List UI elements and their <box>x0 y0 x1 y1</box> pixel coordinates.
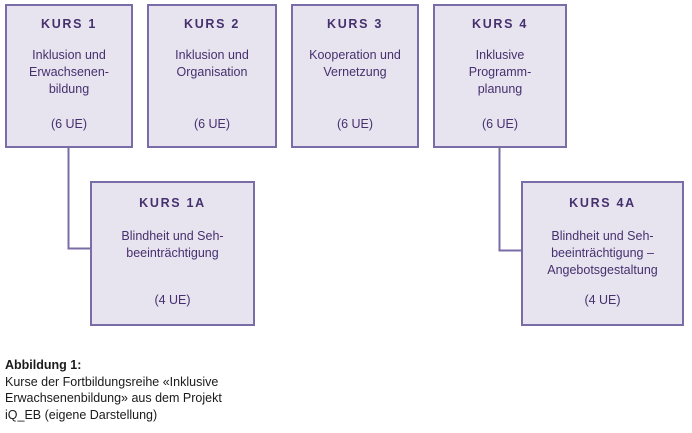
course-title: KURS 2 <box>183 17 241 31</box>
course-body: Kooperation und Vernetzung <box>309 47 401 81</box>
caption-title: Abbildung 1: <box>5 358 82 372</box>
course-body-line: Angebotsgestaltung <box>547 263 658 277</box>
connector-kurs-4-to-kurs-4a <box>498 148 521 252</box>
course-title: KURS 4 <box>471 17 529 31</box>
course-title: KURS 3 <box>326 17 384 31</box>
course-body-line: Vernetzung <box>323 65 387 79</box>
connector-kurs-1-to-kurs-1a <box>67 148 90 250</box>
figure-caption: Abbildung 1: Kurse der Fortbildungsreihe… <box>5 357 425 423</box>
course-box-kurs-1: KURS 1 Inklusion und Erwachsenen- bildun… <box>5 4 133 148</box>
course-body-line: bildung <box>48 82 90 96</box>
figure-diagram: KURS 1 Inklusion und Erwachsenen- bildun… <box>5 4 684 326</box>
course-units: (6 UE) <box>336 117 374 131</box>
course-box-kurs-2: KURS 2 Inklusion und Organisation (6 UE) <box>147 4 277 148</box>
course-box-kurs-1a: KURS 1A Blindheit und Seh- beeinträchtig… <box>90 181 255 326</box>
course-title: KURS 1 <box>40 17 98 31</box>
course-body-line: Inklusion und <box>32 48 106 62</box>
course-units: (4 UE) <box>584 293 621 307</box>
caption-line: Erwachsenenbildung» aus dem Projekt <box>5 391 222 405</box>
course-box-kurs-3: KURS 3 Kooperation und Vernetzung (6 UE) <box>291 4 419 148</box>
course-body-line: Organisation <box>176 65 248 79</box>
course-title: KURS 4A <box>569 196 636 210</box>
course-units: (6 UE) <box>193 117 231 131</box>
course-units: (4 UE) <box>154 293 191 307</box>
course-body-line: Erwachsenen- <box>29 65 109 79</box>
course-title: KURS 1A <box>139 196 206 210</box>
course-box-kurs-4a: KURS 4A Blindheit und Seh- beeinträchtig… <box>521 181 684 326</box>
course-body-line: beeinträchtigung <box>126 246 219 260</box>
course-body-line: Blindheit und Seh- <box>551 229 654 243</box>
course-box-kurs-4: KURS 4 Inklusive Programm- planung (6 UE… <box>433 4 567 148</box>
course-units: (6 UE) <box>481 117 519 131</box>
course-body: Inklusion und Erwachsenen- bildung <box>29 47 109 98</box>
course-body-line: beeinträchtigung – <box>551 246 654 260</box>
course-body: Blindheit und Seh- beeinträchtigung – An… <box>547 228 658 279</box>
course-body-line: Inklusion und <box>175 48 249 62</box>
course-body: Inklusive Programm- planung <box>469 47 532 98</box>
course-body: Inklusion und Organisation <box>175 47 249 81</box>
course-body-line: Kooperation und <box>309 48 401 62</box>
course-body-line: Inklusive <box>475 48 525 62</box>
course-body-line: planung <box>477 82 523 96</box>
course-body-line: Blindheit und Seh- <box>121 229 224 243</box>
course-body-line: Programm- <box>468 65 532 79</box>
caption-line: iQ_EB (eigene Darstellung) <box>5 407 158 422</box>
caption-line: Kurse der Fortbildungsreihe «Inklusive <box>5 374 219 389</box>
course-units: (6 UE) <box>50 117 88 131</box>
course-body: Blindheit und Seh- beeinträchtigung <box>121 228 223 262</box>
